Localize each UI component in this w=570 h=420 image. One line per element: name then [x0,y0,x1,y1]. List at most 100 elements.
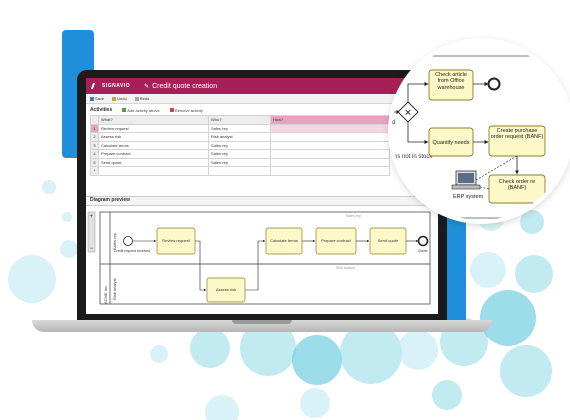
decor-bubble [340,322,402,384]
table-header-row: What? Who? How? [90,115,390,125]
erp-system-label: ERP system [453,194,484,200]
signavio-logo-icon [90,83,102,89]
cell-what[interactable]: Calculate terms [98,140,209,150]
column-header-index [90,115,99,125]
decor-bubble [480,290,536,346]
decor-bubble [300,388,330,418]
sequence-flow [245,239,266,291]
table-row[interactable]: 1 Review request Sales rep [90,123,390,133]
save-label: Save [95,96,105,101]
data-association [479,186,490,190]
task-label-wrap: Check article from Office warehouse [435,72,467,91]
row-number: 1 [90,123,99,133]
brand-logo: SIGNAVIO [90,83,131,89]
task-label: Prepare contract [321,238,351,243]
table-row[interactable]: 5 Send quote Sales rep [90,157,390,167]
sequence-flow [407,82,429,102]
cell-who[interactable]: Risk analyst [208,132,271,142]
decor-bubble [500,345,552,397]
cell-what[interactable]: Send quote [98,157,209,167]
cell-who[interactable]: Sales rep [208,157,271,167]
gateway-x-icon: ✕ [404,108,412,118]
cell-how[interactable] [270,157,390,167]
task-label-wrap: Create purchase order request (BANF) [490,128,544,141]
cell-how[interactable] [270,123,390,133]
diagram-preview-header: Diagram preview [86,196,438,206]
redo-button[interactable]: Redo [134,96,149,101]
brand-name: SIGNAVIO [102,83,131,89]
diagram-preview[interactable]: + − ACME Inc. Sales rep Risk analyst Sal… [86,206,438,314]
exclusive-gateway[interactable]: ✕ [397,101,419,123]
table-row[interactable]: 3 Calculate terms Sales rep [90,140,390,150]
cell-how[interactable] [270,140,390,150]
cell-who[interactable]: Sales rep [208,140,271,150]
task-label: Check order re (BANF) [498,179,536,192]
save-button[interactable]: Save [90,96,104,101]
task-check-article[interactable] [428,69,474,101]
zoom-slider-track[interactable] [87,211,96,253]
cell-what[interactable]: Prepare contract [98,149,209,159]
end-event-label: Quote [418,249,428,253]
edge-label: d [392,120,395,126]
app-header: SIGNAVIO ✎ Credit quote creation [86,78,438,94]
cell-what[interactable]: Assess risk [98,132,209,142]
end-event[interactable] [487,77,501,91]
end-event[interactable] [417,235,429,247]
decor-bubble [432,380,462,410]
row-number: * [90,166,99,176]
bpmn-diagram: + − ACME Inc. Sales rep Risk analyst Sal… [87,211,431,305]
zoom-controls: + − [87,211,96,253]
lane-caption: Sales rep [346,214,361,218]
row-number: 2 [90,132,99,142]
add-activity-label: Add activity above [127,107,160,113]
add-activity-above-button[interactable]: Add activity above [122,107,160,113]
cell-how[interactable] [270,132,390,142]
task-label: Check article from Office warehouse [435,72,467,91]
erp-system-icon [451,170,481,190]
edge-label: es not in stock [394,154,433,160]
cell-who[interactable]: Sales rep [208,123,271,133]
table-row-new[interactable]: * [90,166,390,176]
cell-how[interactable] [270,166,390,176]
cell-how[interactable] [270,149,390,159]
decor-bubble [470,252,506,288]
pencil-icon: ✎ [144,83,150,90]
laptop-notch [232,320,292,324]
cell-who[interactable] [208,166,271,176]
zoom-out-icon[interactable]: − [90,246,94,252]
laptop-base [32,320,492,332]
decor-bubble [42,180,56,194]
diagram-preview-heading: Diagram preview [90,197,131,203]
table-row[interactable]: 4 Prepare contract Sales rep [90,149,390,159]
column-header-who: Who? [208,115,271,125]
task-label: Send quote [378,238,399,243]
decor-bubble [60,240,78,258]
decor-bubble [398,330,438,370]
page-title-text: Credit quote creation [152,82,218,90]
app-window: SIGNAVIO ✎ Credit quote creation Save Un… [86,78,438,314]
decor-bubble [205,395,239,420]
decor-bubble [8,255,56,303]
sequence-flow [407,122,429,144]
task-label-wrap: Check order re (BANF) [498,179,536,192]
cell-who[interactable]: Sales rep [208,149,271,159]
zoom-in-icon[interactable]: + [90,214,94,220]
table-row[interactable]: 2 Assess risk Risk analyst [90,132,390,142]
magnified-detail: d ✕ es not in stock Check article from O… [392,42,570,220]
remove-activity-button[interactable]: Remove activity [169,108,203,113]
cell-what[interactable]: Review request [98,123,209,133]
lane-caption: Risk analyst [336,266,355,270]
undo-button[interactable]: Undo [112,96,127,101]
start-event[interactable] [123,236,133,246]
page-title[interactable]: ✎ Credit quote creation [144,83,217,90]
activities-panel: Activities Add activity above Remove act… [86,105,438,191]
decor-bubble [520,210,544,234]
activities-heading: Activities [90,107,113,113]
task-label: Quantify needs [433,140,470,146]
floppy-icon [90,96,94,101]
task-label: Create purchase order request (BANF) [490,128,544,141]
task-check-order-request[interactable] [488,174,546,204]
cell-what[interactable] [98,166,209,176]
activities-header: Activities Add activity above Remove act… [86,105,438,115]
remove-icon [169,108,174,112]
